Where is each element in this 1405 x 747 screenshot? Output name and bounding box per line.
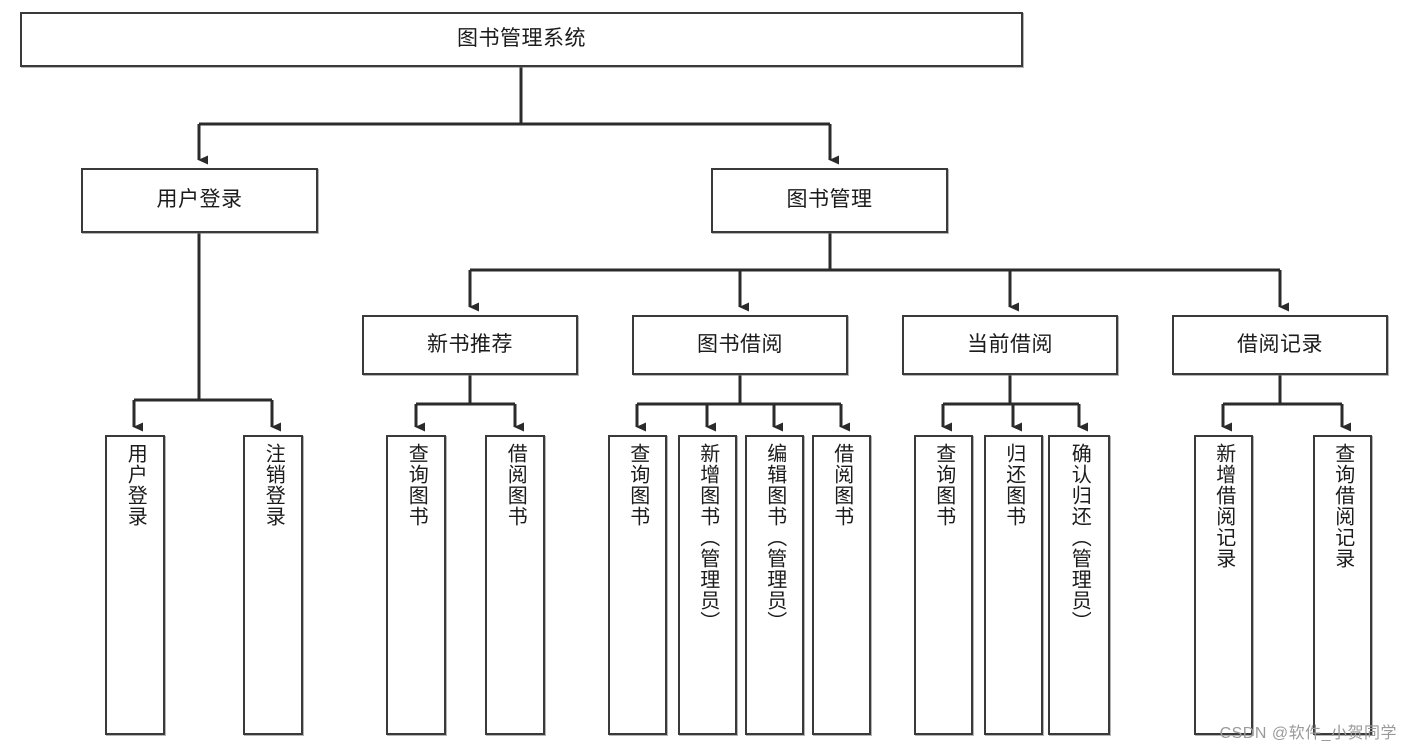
node-leaf-query-book-2-label: 查询图书: [626, 443, 649, 527]
node-leaf-return-book[interactable]: 归还图书: [984, 435, 1043, 735]
node-leaf-confirm-return[interactable]: 确认归还（管理员）: [1048, 435, 1110, 735]
node-leaf-borrow-book-2[interactable]: 借阅图书: [812, 435, 871, 735]
node-leaf-borrow-book-2-label: 借阅图书: [830, 443, 853, 527]
node-leaf-query-book-3[interactable]: 查询图书: [914, 435, 973, 735]
node-book-management-label: 图书管理: [786, 188, 873, 212]
node-root-system[interactable]: 图书管理系统: [20, 12, 1023, 67]
node-book-borrow-label: 图书借阅: [697, 332, 783, 356]
node-leaf-add-book[interactable]: 新增图书（管理员）: [678, 435, 737, 735]
node-leaf-query-book-3-label: 查询图书: [932, 443, 955, 527]
node-leaf-query-book-1[interactable]: 查询图书: [386, 435, 446, 735]
node-borrow-record-label: 借阅记录: [1237, 332, 1323, 356]
node-book-management[interactable]: 图书管理: [711, 168, 948, 233]
node-book-borrow[interactable]: 图书借阅: [632, 315, 848, 375]
node-leaf-add-record-label: 新增借阅记录: [1212, 443, 1235, 569]
node-leaf-user-login-label: 用户登录: [124, 443, 147, 527]
node-leaf-add-book-label: 新增图书（管理员）: [696, 443, 719, 632]
node-leaf-query-book-1-label: 查询图书: [405, 443, 428, 527]
node-leaf-user-logout-label: 注销登录: [262, 443, 285, 527]
node-leaf-borrow-book-1-label: 借阅图书: [504, 443, 527, 527]
node-leaf-query-book-2[interactable]: 查询图书: [608, 435, 667, 735]
node-leaf-query-record[interactable]: 查询借阅记录: [1313, 435, 1372, 735]
node-leaf-confirm-return-label: 确认归还（管理员）: [1068, 443, 1091, 632]
watermark-text: CSDN @软件_小贺同学: [1219, 725, 1397, 742]
node-new-book-recommend-label: 新书推荐: [427, 332, 513, 356]
node-user-login-label: 用户登录: [156, 188, 243, 212]
node-current-borrow[interactable]: 当前借阅: [902, 315, 1118, 375]
node-root-label: 图书管理系统: [457, 27, 586, 51]
node-leaf-add-record[interactable]: 新增借阅记录: [1194, 435, 1253, 735]
node-user-login[interactable]: 用户登录: [81, 168, 318, 233]
node-leaf-return-book-label: 归还图书: [1002, 443, 1025, 527]
node-new-book-recommend[interactable]: 新书推荐: [362, 315, 578, 375]
node-leaf-edit-book-label: 编辑图书（管理员）: [763, 443, 786, 632]
node-leaf-query-record-label: 查询借阅记录: [1331, 443, 1354, 569]
node-leaf-edit-book[interactable]: 编辑图书（管理员）: [745, 435, 804, 735]
node-leaf-user-logout[interactable]: 注销登录: [243, 435, 303, 735]
node-borrow-record[interactable]: 借阅记录: [1172, 315, 1388, 375]
node-current-borrow-label: 当前借阅: [967, 332, 1053, 356]
node-leaf-borrow-book-1[interactable]: 借阅图书: [485, 435, 545, 735]
node-leaf-user-login[interactable]: 用户登录: [105, 435, 165, 735]
